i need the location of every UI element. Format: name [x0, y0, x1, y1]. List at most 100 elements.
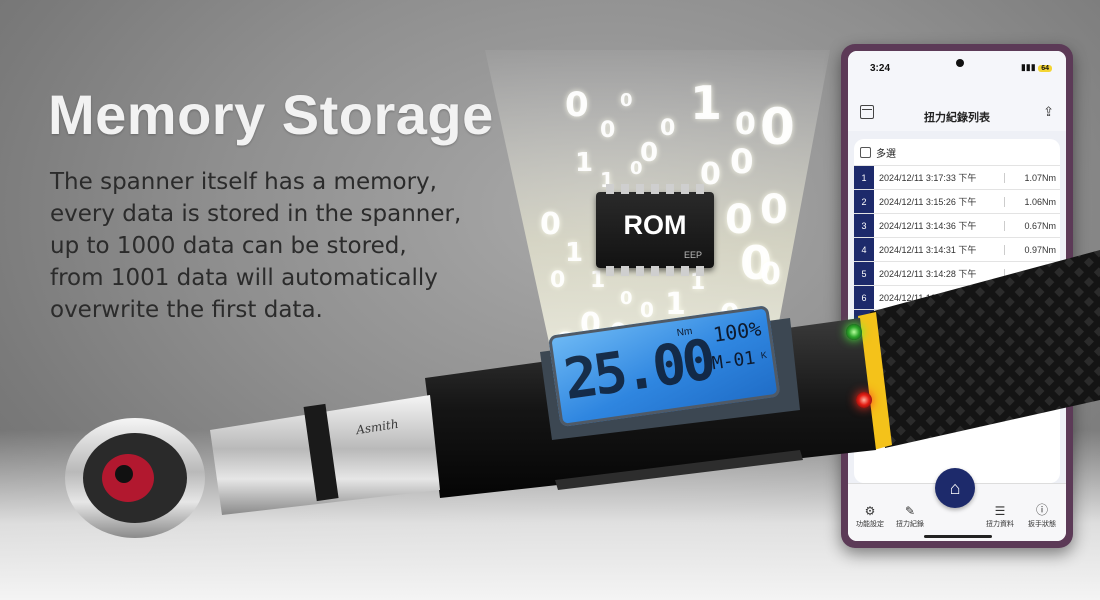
row-date: 2024/12/11 3:14:31 下午: [879, 245, 977, 255]
binary-digit: 1: [575, 148, 594, 178]
red-led: [856, 392, 872, 408]
status-time: 3:24: [870, 63, 891, 74]
description: The spanner itself has a memory, every d…: [50, 166, 480, 326]
lcd-unit-small: K: [760, 349, 768, 361]
record-icon: ✎: [904, 504, 916, 518]
chip-pin: [666, 184, 674, 194]
status-icons: ▮▮▮ 64: [1021, 62, 1052, 73]
row-value: 1.07Nm: [1004, 172, 1060, 183]
alert-icon: ⓘ: [1035, 503, 1048, 517]
tab-wrench-status[interactable]: ⓘ 扳手狀態: [1022, 501, 1062, 529]
table-row[interactable]: 1 2024/12/11 3:17:33 下午 1.07Nm: [854, 165, 1060, 189]
headline: Memory Storage: [48, 83, 494, 146]
calendar-icon[interactable]: [860, 105, 874, 119]
row-number: 3: [854, 214, 874, 237]
tab-label: 扳手狀態: [1028, 521, 1056, 528]
page-title: 扭力紀錄列表: [924, 112, 990, 124]
binary-digit: 0: [760, 187, 788, 233]
row-date: 2024/12/11 10:51:30: [879, 292, 961, 303]
row-number: 6: [854, 286, 874, 309]
row-number: 2: [854, 190, 874, 213]
binary-digit: 0: [620, 90, 633, 111]
table-row[interactable]: 3 2024/12/11 3:14:36 下午 0.67Nm: [854, 213, 1060, 237]
row-number: 4: [854, 238, 874, 261]
select-all-label: 多選: [876, 148, 896, 160]
description-line: from 1001 data will automatically: [50, 265, 438, 291]
binary-digit: 1: [590, 268, 606, 293]
tab-label: 扭力資料: [986, 521, 1014, 528]
tab-settings[interactable]: ⚙ 功能設定: [850, 504, 890, 529]
description-line: up to 1000 data can be stored,: [50, 233, 407, 259]
tab-torque-data[interactable]: ☰ 扭力資料: [980, 504, 1020, 529]
row-date: 2024/12/11 3:15:26 下午: [879, 197, 977, 207]
chip-pin: [606, 184, 614, 194]
binary-digit: 0: [725, 197, 753, 243]
binary-digit: 1: [665, 287, 686, 322]
table-row[interactable]: 6 2024/12/11 10:51:30: [854, 285, 1060, 309]
binary-digit: 0: [620, 288, 633, 309]
chip-pin: [621, 266, 629, 276]
chip-pin: [606, 266, 614, 276]
binary-digit: 0: [740, 236, 773, 290]
description-line: every data is stored in the spanner,: [50, 201, 462, 227]
row-date: 2024/12/11 3:14:36 下午: [879, 221, 977, 231]
tab-label: 扭力紀錄: [896, 521, 924, 528]
binary-digit: 0: [760, 257, 781, 292]
home-indicator: [924, 535, 992, 538]
binary-digit: 0: [640, 298, 654, 322]
lcd-percent: 100%: [711, 316, 763, 347]
binary-digit: 0: [600, 118, 616, 143]
description-line: The spanner itself has a memory,: [50, 169, 437, 195]
chip-pin: [681, 266, 689, 276]
tab-label: 功能設定: [856, 521, 884, 528]
binary-digit: 0: [565, 85, 589, 125]
table-row[interactable]: 4 2024/12/11 3:14:31 下午 0.97Nm: [854, 237, 1060, 261]
table-row[interactable]: 2 2024/12/11 3:15:26 下午 1.06Nm: [854, 189, 1060, 213]
home-icon: ⌂: [949, 477, 961, 498]
home-button[interactable]: ⌂: [935, 468, 975, 508]
row-date: 2024/12/11 3:14:28 下午: [879, 269, 977, 279]
chip-pin: [621, 184, 629, 194]
chip-pin: [696, 266, 704, 276]
lcd-main-value: 25.00: [559, 327, 717, 413]
app-header: 扭力紀錄列表 ⇪: [848, 87, 1066, 131]
binary-digit: 0: [550, 268, 566, 293]
camera-icon: [956, 59, 964, 67]
chip-pin: [696, 184, 704, 194]
binary-digit: 0: [760, 98, 795, 156]
tab-records[interactable]: ✎ 扭力紀錄: [890, 504, 930, 529]
lcd-unit: Nm: [676, 325, 694, 339]
row-date: 2024/12/11 3:17:33 下午: [879, 173, 977, 183]
signal-icon: ▮▮▮: [1020, 62, 1036, 72]
status-bar: 3:24 ▮▮▮ 64: [848, 51, 1066, 87]
share-icon[interactable]: ⇪: [1043, 104, 1054, 119]
binary-digit: 0: [700, 157, 721, 192]
chip-pin: [651, 184, 659, 194]
chip-pin: [681, 184, 689, 194]
chip-sub-label: EEP: [683, 250, 702, 260]
row-number: 1: [854, 166, 874, 189]
lcd-mode: M-01: [710, 347, 757, 375]
row-value: 0.97Nm: [1004, 244, 1060, 255]
binary-digit: 0: [630, 158, 643, 179]
binary-digit: 0: [730, 142, 754, 182]
chip-pin: [666, 266, 674, 276]
chip-pin: [651, 266, 659, 276]
chip-pin: [636, 266, 644, 276]
green-led: [846, 324, 862, 340]
gear-icon: ⚙: [864, 504, 876, 518]
sliders-icon: ☰: [994, 504, 1006, 518]
chip-label: ROM: [623, 210, 687, 240]
row-number: 5: [854, 262, 874, 285]
row-value: 0.67Nm: [1004, 220, 1060, 231]
row-value: 1.06Nm: [1004, 196, 1060, 207]
binary-digit: 1: [690, 270, 706, 295]
select-all[interactable]: 多選: [854, 139, 1060, 165]
binary-digit: 0: [735, 107, 756, 142]
binary-digit: 1: [565, 238, 584, 268]
binary-digit: 1: [690, 76, 723, 130]
checkbox-icon[interactable]: [860, 146, 871, 158]
rom-chip: ROM EEP: [596, 184, 714, 276]
chip-pin: [636, 184, 644, 194]
